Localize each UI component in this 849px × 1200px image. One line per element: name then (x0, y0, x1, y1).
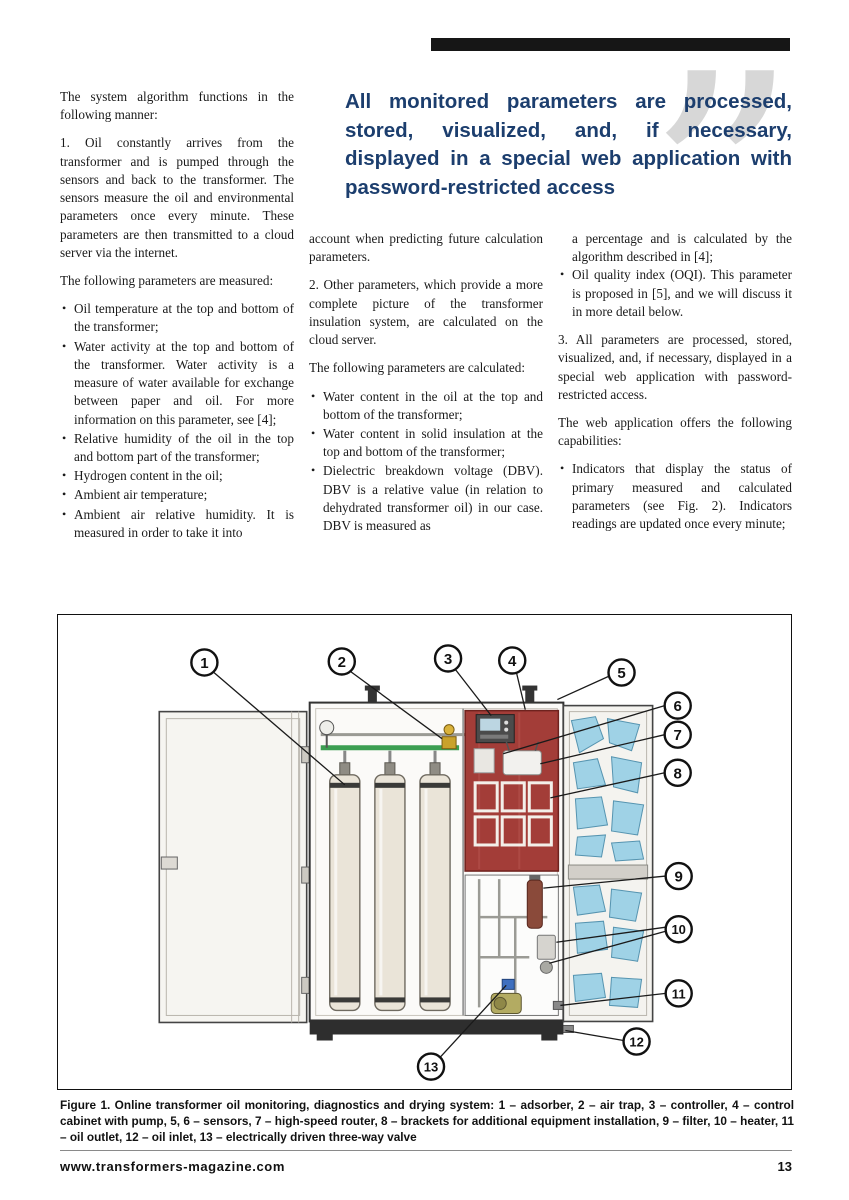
bullet-item: Dielectric breakdown voltage (DBV). DBV … (309, 462, 543, 535)
bullet-item: Water activity at the top and bottom of … (60, 338, 294, 429)
bullet-continuation: a percentage and is calculated by the al… (572, 231, 792, 265)
pump (490, 992, 522, 1014)
pull-quote-text: All monitored parameters are processed, … (345, 90, 792, 200)
svg-text:1: 1 (200, 655, 208, 672)
cabinet-diagram: 1 2 3 4 5 (158, 644, 693, 1081)
body-paragraph: The following parameters are measured: (60, 272, 274, 288)
equipment-bay (464, 874, 574, 1033)
callout-9: 9 (664, 861, 693, 891)
callout-12: 12 (622, 1027, 651, 1056)
svg-text:6: 6 (674, 698, 682, 715)
text-column-1: The system algorithm functions in the fo… (60, 88, 294, 552)
web-app-capabilities-list: Indicators that display the status of pr… (558, 460, 792, 533)
figure-caption: Figure 1. Online transformer oil monitor… (60, 1098, 794, 1144)
callout-7: 7 (663, 720, 692, 749)
callout-leader-lines (209, 666, 666, 1061)
body-paragraph: account when predicting future calculati… (309, 231, 543, 265)
svg-text:13: 13 (424, 1060, 438, 1075)
callout-6: 6 (663, 691, 692, 720)
air-trap (441, 724, 457, 750)
pull-quote-block: ” All monitored parameters are processed… (309, 36, 798, 336)
sensor-unit (473, 748, 495, 774)
header-bar (431, 38, 790, 51)
body-paragraph: The web application offers the following… (558, 414, 792, 449)
body-paragraph: The system algorithm functions in the fo… (60, 89, 294, 123)
bullet-item: Indicators that display the status of pr… (558, 460, 792, 533)
control-cabinet-panel (464, 709, 560, 872)
door-vent-bar (567, 864, 649, 880)
svg-text:10: 10 (671, 922, 685, 937)
callout-3: 3 (433, 644, 463, 673)
equipment-brackets (473, 781, 553, 847)
cabinet-base (309, 1019, 564, 1041)
right-column-area: ” All monitored parameters are processed… (309, 36, 798, 552)
text-column-2: account when predicting future calculati… (309, 230, 543, 545)
calculated-parameters-list-cont: Oil quality index (OQI). This parameter … (558, 266, 792, 321)
adsorber-cylinder-3 (418, 761, 452, 1012)
three-way-valve (501, 978, 515, 990)
callout-5: 5 (607, 658, 636, 687)
bullet-item: Water content in solid insulation at the… (309, 425, 543, 461)
bullet-item: Ambient air temperature; (60, 486, 294, 504)
bullet-item: Hydrogen content in the oil; (60, 467, 294, 485)
callouts: 1 2 3 4 5 (190, 644, 693, 1081)
calculated-parameters-list: Water content in the oil at the top and … (309, 388, 543, 536)
callout-8: 8 (663, 758, 692, 788)
svg-text:12: 12 (629, 1035, 643, 1050)
bullet-item: Oil quality index (OQI). This parameter … (558, 266, 792, 321)
page-number: 13 (777, 1159, 792, 1174)
router (502, 741, 542, 776)
text-column-3: a percentage and is calculated by the al… (558, 230, 792, 545)
callout-2: 2 (327, 647, 357, 676)
body-paragraph: 2. Other parameters, which provide a mor… (309, 277, 543, 348)
svg-text:2: 2 (338, 654, 346, 671)
callout-4: 4 (498, 646, 527, 675)
adsorber-cylinder-2 (373, 761, 407, 1012)
callout-13: 13 (416, 1052, 446, 1081)
bullet-item: Ambient air relative humidity. It is mea… (60, 506, 294, 542)
svg-text:4: 4 (508, 653, 517, 670)
right-door (562, 704, 654, 1023)
svg-text:8: 8 (674, 765, 682, 782)
body-paragraph: 3. All parameters are processed, stored,… (558, 332, 792, 402)
callout-10: 10 (664, 914, 693, 944)
page-footer: www.transformers-magazine.com 13 (60, 1150, 792, 1174)
heater (536, 934, 556, 974)
callout-1: 1 (190, 648, 219, 677)
controller (475, 714, 515, 744)
filter (526, 875, 543, 929)
body-paragraph: The following parameters are calculated: (309, 360, 526, 376)
pressure-gauge (319, 720, 335, 736)
article-body: The system algorithm functions in the fo… (60, 36, 798, 552)
door-handle (160, 856, 178, 870)
bullet-item: Water content in the oil at the top and … (309, 388, 543, 424)
figure-1: 1 2 3 4 5 (57, 614, 792, 1090)
measured-parameters-list: Oil temperature at the top and bottom of… (60, 300, 294, 542)
svg-text:3: 3 (444, 651, 452, 668)
svg-text:5: 5 (617, 665, 625, 682)
svg-text:11: 11 (672, 986, 686, 1001)
bullet-item: Relative humidity of the oil in the top … (60, 430, 294, 466)
bullet-item: Oil temperature at the top and bottom of… (60, 300, 294, 336)
top-sensor-posts (364, 685, 538, 703)
callout-11: 11 (664, 979, 693, 1008)
left-door (158, 710, 313, 1024)
svg-text:9: 9 (675, 869, 683, 886)
adsorber-cylinder-1 (328, 761, 362, 1012)
body-paragraph: 1. Oil constantly arrives from the trans… (60, 135, 294, 260)
svg-text:7: 7 (674, 727, 682, 744)
magazine-url: www.transformers-magazine.com (60, 1159, 285, 1174)
